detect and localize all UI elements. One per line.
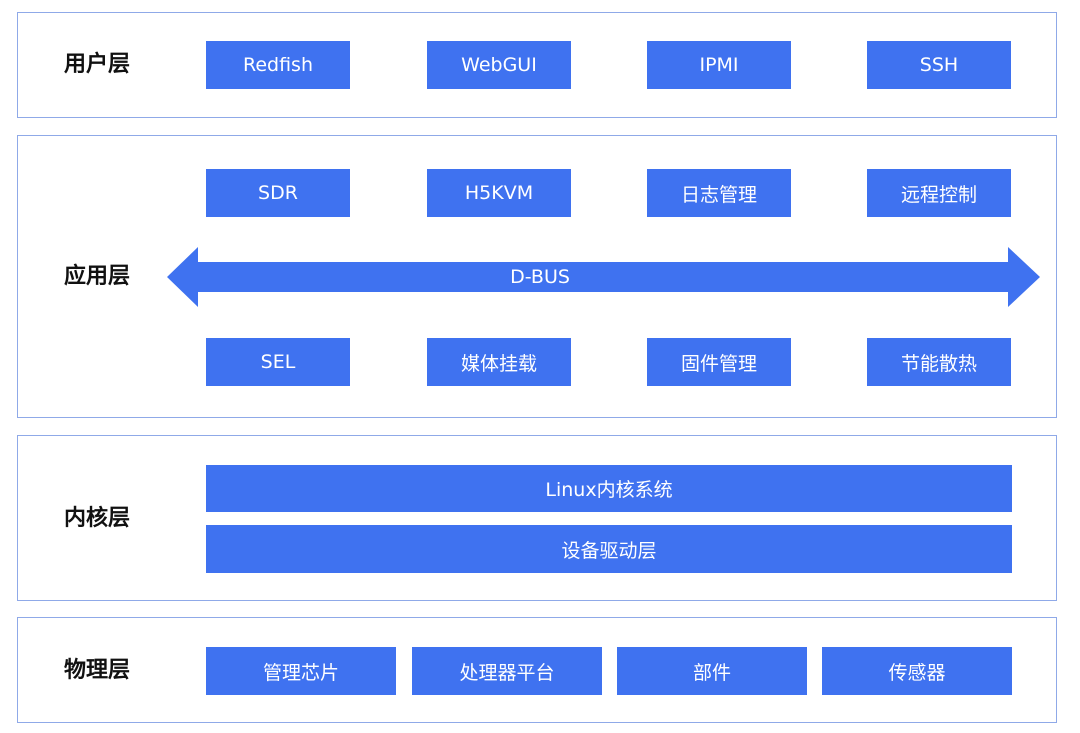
webgui-box: WebGUI <box>427 41 571 89</box>
kernel-layer-label: 内核层 <box>64 506 131 531</box>
sel-box: SEL <box>206 338 350 386</box>
ipmi-box: IPMI <box>647 41 791 89</box>
user-layer-label: 用户层 <box>64 52 131 77</box>
physical-layer-label: 物理层 <box>64 658 131 683</box>
sensors-box: 传感器 <box>822 647 1012 695</box>
processor-platform-box: 处理器平台 <box>412 647 602 695</box>
linux-kernel-box: Linux内核系统 <box>206 465 1012 512</box>
ssh-box: SSH <box>867 41 1011 89</box>
kernel-layer <box>17 435 1057 601</box>
sdr-box: SDR <box>206 169 350 217</box>
components-box: 部件 <box>617 647 807 695</box>
media-mount-box: 媒体挂载 <box>427 338 571 386</box>
h5kvm-box: H5KVM <box>427 169 571 217</box>
d-bus-double-arrow-shape <box>167 247 1040 307</box>
firmware-management-box: 固件管理 <box>647 338 791 386</box>
application-layer-label: 应用层 <box>64 264 131 289</box>
device-driver-box: 设备驱动层 <box>206 525 1012 573</box>
management-chip-box: 管理芯片 <box>206 647 396 695</box>
remote-control-box: 远程控制 <box>867 169 1011 217</box>
d-bus-label: D-BUS <box>510 266 570 288</box>
log-management-box: 日志管理 <box>647 169 791 217</box>
redfish-box: Redfish <box>206 41 350 89</box>
energy-cooling-box: 节能散热 <box>867 338 1011 386</box>
